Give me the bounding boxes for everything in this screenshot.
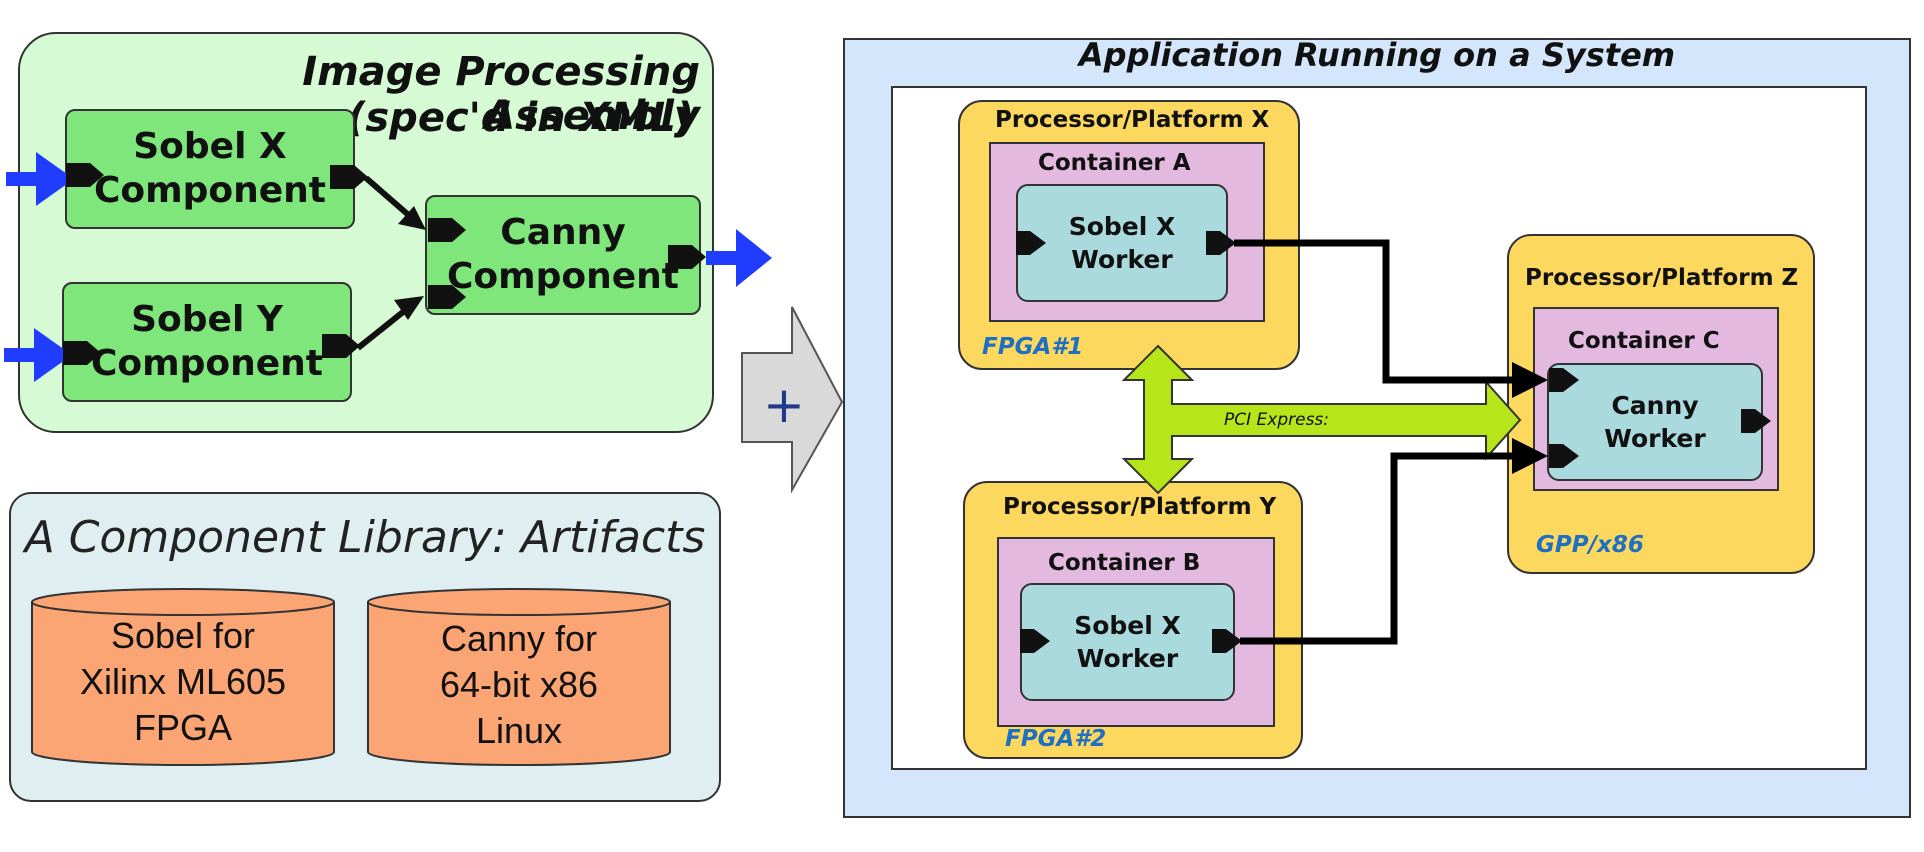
library-title: A Component Library: Artifacts	[24, 512, 706, 563]
artifact-cylinder-canny[interactable]	[367, 588, 671, 766]
assembly-connectors	[356, 175, 414, 351]
arrowhead-to-canny-1	[398, 206, 426, 230]
platform-z-title: Processor/Platform Z	[1525, 265, 1799, 291]
sobel-y-component-line1: Sobel Y	[131, 299, 283, 340]
platform-z-tag: GPP/x86	[1536, 532, 1644, 558]
platform-y-title: Processor/Platform Y	[1003, 494, 1277, 520]
platform-y-tag: FPGA#2	[1005, 726, 1107, 752]
artifact-canny-line1: Canny for	[440, 618, 598, 659]
assembly-title: Image Processing Assembly	[302, 49, 700, 139]
worker-ports	[1016, 231, 1771, 653]
canny-component-line1: Canny	[500, 212, 626, 253]
sobel-y-component-line2: Component	[90, 343, 324, 384]
worker-b-line1: Sobel X	[1074, 611, 1181, 640]
sobel-x-component-line1: Sobel X	[133, 126, 287, 167]
artifact-canny-line3: Linux	[475, 710, 563, 751]
arrowhead-to-canny-worker-2	[1512, 438, 1548, 474]
artifact-sobel-line2: Xilinx ML605	[79, 661, 287, 702]
worker-a-line1: Sobel X	[1068, 212, 1176, 241]
plus-icon: +	[763, 376, 805, 434]
output-arrow-canny	[706, 229, 772, 287]
worker-sobel-x-a[interactable]: Sobel X Worker	[1016, 184, 1228, 302]
worker-a-line2: Worker	[1071, 245, 1173, 274]
artifact-sobel-line1: Sobel for	[110, 615, 256, 656]
worker-b-line2: Worker	[1076, 644, 1179, 673]
worker-c-line2: Worker	[1604, 424, 1706, 453]
assembly-subtitle: (spec'd in XML)	[347, 95, 694, 141]
arrowhead-to-canny-worker-1	[1512, 362, 1548, 398]
input-arrow-sobel-x	[6, 152, 74, 206]
platform-x-tag: FPGA#1	[982, 334, 1084, 360]
container-a-title: Container A	[1038, 150, 1191, 176]
canny-component-line2: Component	[446, 256, 680, 297]
artifact-cylinder-sobel[interactable]	[31, 588, 335, 766]
worker-connections	[1234, 239, 1512, 645]
pci-express-bus	[1121, 344, 1522, 495]
worker-sobel-x-b[interactable]: Sobel X Worker	[1020, 583, 1235, 701]
artifact-sobel-line3: FPGA	[133, 707, 232, 748]
worker-c-line1: Canny	[1611, 391, 1699, 420]
container-c-title: Container C	[1568, 328, 1720, 354]
system-title: Application Running on a System	[1078, 36, 1676, 74]
container-b-title: Container B	[1048, 550, 1201, 576]
artifact-canny-label: Canny for 64-bit x86 Linux	[368, 616, 670, 754]
canny-component[interactable]: Canny Component	[425, 195, 701, 315]
pci-express-label: PCI Express:	[1224, 410, 1330, 430]
sobel-y-component[interactable]: Sobel Y Component	[62, 282, 352, 402]
input-arrow-sobel-y	[4, 328, 72, 382]
worker-canny[interactable]: Canny Worker	[1547, 363, 1763, 481]
artifact-sobel-label: Sobel for Xilinx ML605 FPGA	[32, 613, 334, 751]
platform-x-title: Processor/Platform X	[995, 107, 1270, 133]
arrowhead-to-canny-2	[394, 296, 424, 320]
sobel-x-component-line2: Component	[93, 170, 327, 211]
artifact-canny-line2: 64-bit x86	[439, 664, 599, 705]
combine-chevron	[741, 306, 844, 494]
component-ports	[63, 163, 706, 365]
